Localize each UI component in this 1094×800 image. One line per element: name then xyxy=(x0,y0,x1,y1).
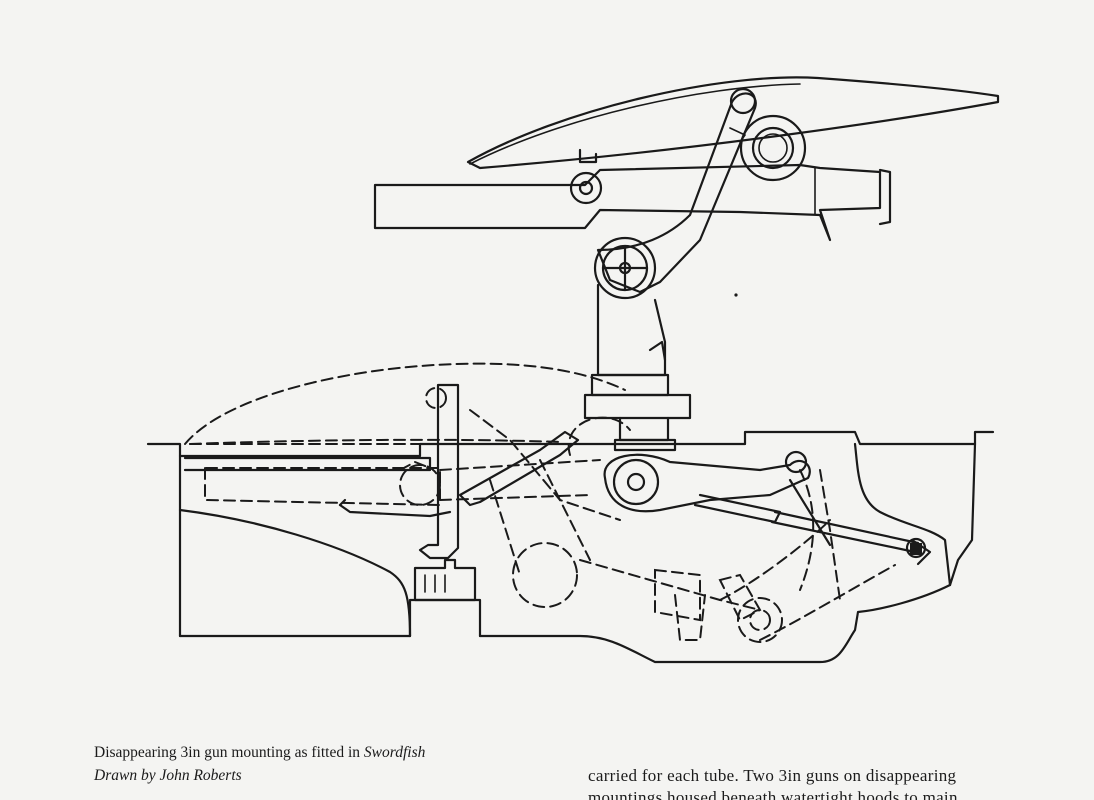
figure-caption: Disappearing 3in gun mounting as fitted … xyxy=(94,741,564,787)
body-text: carried for each tube. Two 3in guns on d… xyxy=(588,765,1054,800)
caption-ship-name: Swordfish xyxy=(363,744,426,761)
elevating-arm-raised xyxy=(593,87,757,300)
hood-raised xyxy=(466,76,1000,170)
caption-prefix: Disappearing 3in gun mounting as fitted … xyxy=(94,744,364,761)
hull-outline xyxy=(146,430,995,664)
body-line-2: mountings housed beneath watertight hood… xyxy=(588,788,958,800)
gun-raised xyxy=(373,114,892,242)
hood-stowed-dashed xyxy=(184,362,746,445)
caption-credit: Drawn by John Roberts xyxy=(94,767,242,784)
pedestal-raised xyxy=(583,283,692,452)
lower-mechanism-dashed xyxy=(469,409,896,643)
pivot-and-recoil xyxy=(567,416,932,566)
caption-line-1: Disappearing 3in gun mounting as fitted … xyxy=(94,741,564,764)
stowed-linkage xyxy=(183,383,580,602)
body-line-1: carried for each tube. Two 3in guns on d… xyxy=(588,766,957,785)
gun-mounting-drawing xyxy=(146,76,1000,664)
